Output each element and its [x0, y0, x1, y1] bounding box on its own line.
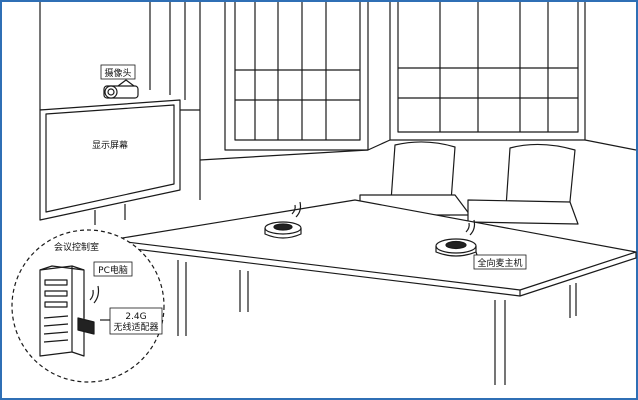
wifi-icon [291, 201, 302, 218]
usb-adapter-icon [77, 285, 100, 335]
label-main-unit: 全向麦主机 [473, 254, 527, 270]
wifi-icon [465, 219, 476, 236]
label-pc: PC电脑 [93, 261, 133, 277]
control-room-label: 会议控制室 [54, 241, 99, 253]
chair-right [467, 143, 579, 225]
microphone-unit-1 [264, 201, 302, 239]
display-label: 显示屏幕 [92, 139, 128, 151]
microphone-unit-main [435, 219, 479, 259]
camera-icon [103, 79, 139, 99]
pc-tower-icon [39, 265, 85, 357]
label-camera: 摄像头 [100, 64, 136, 80]
back-windows [199, 2, 637, 161]
main-unit-label: 全向麦主机 [477, 257, 522, 269]
adapter-label-line2: 无线适配器 [113, 321, 158, 333]
label-adapter: 2.4G 无线适配器 [109, 307, 163, 335]
conference-table [109, 199, 637, 385]
camera-label: 摄像头 [104, 67, 131, 79]
adapter-label-line1: 2.4G [125, 312, 146, 322]
display-screen [39, 99, 181, 225]
pc-label: PC电脑 [98, 264, 128, 276]
wifi-icon [89, 285, 100, 304]
